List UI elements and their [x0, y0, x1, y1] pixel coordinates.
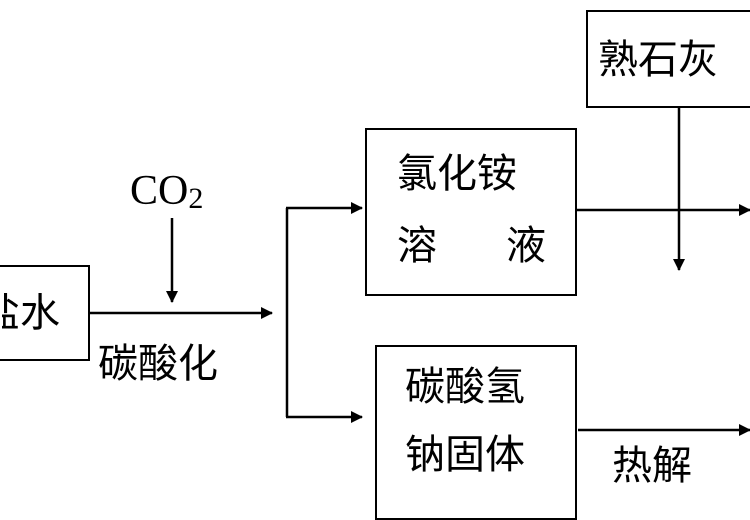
ammonium-chloride-box: 氯化铵 溶 液: [365, 128, 577, 296]
bicarbonate-line1: 碳酸氢: [405, 364, 525, 410]
co2-sub: 2: [188, 182, 204, 215]
lime-label: 熟石灰: [598, 37, 718, 83]
co2-base: CO: [130, 168, 189, 214]
ammonium-chloride-line2a: 溶: [397, 223, 437, 269]
co2-label: CO2: [130, 170, 203, 214]
carbonation-label: 碳酸化: [98, 341, 218, 387]
bicarbonate-line2: 钠固体: [405, 432, 525, 478]
ammonium-chloride-line1: 氯化铵: [397, 151, 517, 197]
pyrolysis-label: 热解: [612, 443, 692, 489]
ammonium-chloride-line2b: 液: [506, 223, 546, 269]
lime-box: 熟石灰: [586, 10, 750, 108]
flow-connectors: [88, 108, 750, 436]
brine-label: 盐水: [2, 290, 60, 336]
bicarbonate-box: 碳酸氢 钠固体: [375, 345, 577, 520]
brine-box: 盐水: [0, 265, 90, 361]
